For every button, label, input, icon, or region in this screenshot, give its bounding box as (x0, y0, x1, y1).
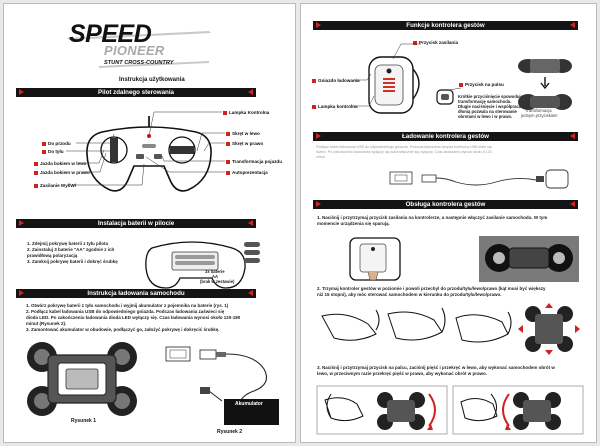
gesture-charging-text-3: minut. (316, 155, 326, 159)
label-lamp: Lampka Kontrolna (223, 110, 269, 115)
label-power-button: Przycisk zasilania (413, 40, 458, 45)
section-heading-car-charging: Instrukcja ładowania samochodu (16, 289, 256, 298)
label-forward: Do przodu (42, 141, 71, 146)
transform-caption-2: jednym przyciskiem (521, 113, 558, 118)
charging-step-2: 2. Podłącz kabel ładowania USB do odpowi… (26, 309, 225, 314)
label-turn-right: Skręt w prawo (226, 141, 263, 146)
transformation-car-illustration (518, 59, 572, 110)
remote-back-battery-illustration (145, 241, 260, 289)
figure-1-caption: Rysunek 1 (71, 418, 97, 424)
wrist-desc-5: obrotami w lewo i w prawo. (458, 114, 513, 119)
battery-note-1: 3x baterie (205, 269, 225, 274)
label-transform: Transformacja pojazdu (226, 159, 282, 164)
doc-title: Instrukcja użytkowania (119, 77, 185, 83)
section-heading-gesture-usage: Obsługa kontrolera gestów (313, 200, 578, 209)
usage-step-1a: 1. Naciśnij i przytrzymaj przycisk zasil… (317, 215, 548, 220)
tilt-hands-illustration (321, 307, 512, 343)
manual-page-left: SPEED PIONEER STUNT CROSS-COUNTRY Instru… (3, 3, 296, 443)
battery-step-1: 1. Zdejmij pokrywę baterii z tyłu pilota (27, 241, 109, 246)
wrist-desc-1: Krótkie przyciśnięcie spowoduje (458, 94, 523, 99)
battery-step-2: 2. Zainstaluj 3 baterie "AA" zgodnie z i… (27, 247, 115, 252)
section-heading-gesture-functions: Funkcje kontrolera gestów (313, 21, 578, 30)
gesture-charging-text-2: świeci. Po zakończeniu ładowania wyłączy… (316, 150, 492, 154)
battery-note-2: AA (212, 274, 219, 279)
gesture-usb-cable-illustration (389, 169, 569, 189)
remote-control-illustration (86, 116, 212, 192)
gesture-leader-lines (351, 43, 462, 107)
usage-step-2a: 2. Trzymaj kontroler gestów w poziomie i… (317, 286, 546, 291)
transform-caption-1: Transformacja (525, 108, 552, 113)
wrist-desc-4: dłonią pozwala na sterowanie (458, 109, 517, 114)
pairing-watch-illustration (349, 237, 401, 281)
section-heading-gesture-charging: Ładowanie kontrolera gestów (313, 132, 578, 141)
section-heading-battery: Instalacja baterii w pilocie (16, 219, 256, 228)
gesture-charging-text-1: Podłącz kabel ładowania USB do odpowiedn… (316, 145, 492, 149)
usage-step-3b: lewo, w przeciwnym razie przekręć pięść … (317, 371, 488, 376)
usage-step-1b: momencie urządzenia się sparują. (317, 221, 390, 226)
charging-step-2b: dioda LED. Po zakończeniu ładowania diod… (26, 315, 241, 320)
logo-speed: SPEED (69, 20, 152, 48)
label-charging-socket: Gniazdo ładowania (312, 78, 360, 83)
gesture-watch-illustration (368, 56, 420, 114)
speed-pioneer-logo (67, 31, 211, 68)
car-battery-compartment-illustration (27, 342, 137, 416)
logo-pioneer: PIONEER (104, 43, 165, 58)
label-autopresentation: Autoprezentacja (226, 170, 268, 175)
logo-subtitle: STUNT CROSS-COUNTRY (104, 60, 174, 66)
label-back: Do tyłu (42, 149, 64, 154)
usage-step-2b: niż 15 stopni), aby móc sterować samocho… (317, 292, 502, 297)
charging-step-1: 1. Otwórz pokrywę baterii z tyłu samocho… (26, 303, 229, 308)
wrist-desc-2: transformację samochodu. (458, 99, 512, 104)
label-side-left: Jazda bokiem w lewo (34, 161, 86, 166)
label-power-switch: Zasilanie Wył/Wł (34, 183, 76, 188)
wrist-desc-3: Długie naciśnięcie i współpraca z (458, 104, 525, 109)
battery-step-3: 3. Zamknij pokrywę baterii i dokręć śrub… (27, 259, 118, 264)
label-side-right: Jazda bokiem w prawo (34, 170, 90, 175)
label-wrist-button: Przycisk na pulsu (459, 82, 504, 87)
charging-cable-illustration (165, 346, 279, 425)
figure-2-caption: Rysunek 2 (217, 429, 243, 435)
usage-step-3a: 3. Naciśnij i przytrzymaj przycisk na pa… (317, 365, 555, 370)
rotate-left-illustration (316, 385, 448, 435)
manual-page-right: Funkcje kontrolera gestów Przycisk zasil… (300, 3, 597, 443)
battery-step-2b: prawidłową polaryzacją (27, 253, 78, 258)
battery-note-3: (brak w zestawie) (200, 279, 235, 284)
rotate-right-illustration (452, 385, 584, 435)
pairing-car-illustration (479, 236, 579, 282)
charging-step-3: 3. Zamontować akumulator w obudowie, pod… (26, 327, 220, 332)
label-turn-left: Skręt w lewo (226, 131, 260, 136)
remote-leader-lines (66, 111, 225, 186)
section-heading-remote: Pilot zdalnego sterowania (16, 88, 256, 97)
label-indicator-lamp: Lampka kontrolna (312, 104, 358, 109)
charging-step-2c: minut (Rysunek 2). (26, 321, 67, 326)
finger-button-illustration (436, 89, 454, 105)
direction-car-illustration (518, 303, 580, 355)
accumulator-label: Akumulator (235, 401, 263, 407)
